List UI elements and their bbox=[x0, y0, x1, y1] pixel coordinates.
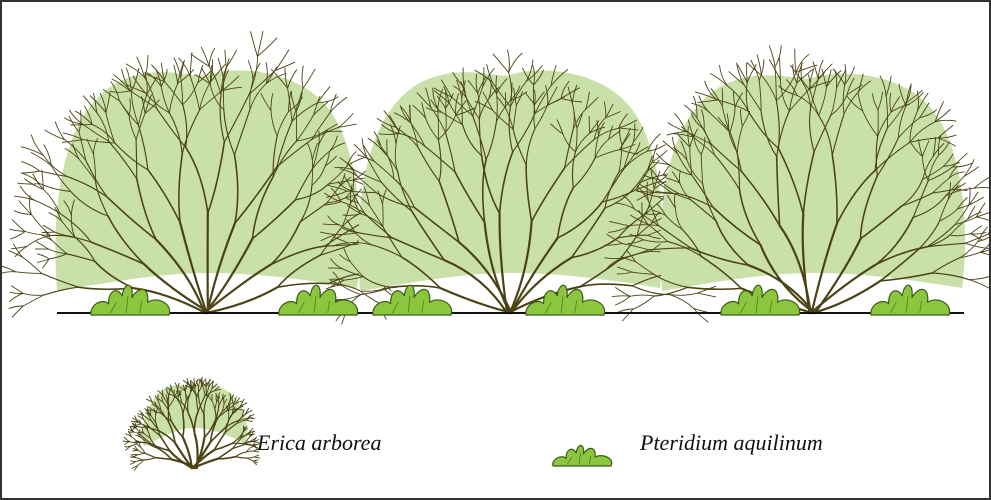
legend-icons bbox=[123, 377, 612, 470]
erica-arborea-shrub bbox=[320, 50, 716, 324]
legend-label-pteridium-aquilinum: Pteridium aquilinum bbox=[640, 430, 823, 456]
shrub-row bbox=[2, 31, 989, 324]
pteridium-aquilinum-fern bbox=[279, 285, 358, 315]
legend-label-erica-arborea: Erica arborea bbox=[257, 430, 381, 456]
erica-arborea-shrub bbox=[2, 31, 409, 319]
legend-icon-pteridium-aquilinum bbox=[553, 446, 612, 466]
pteridium-aquilinum-fern bbox=[871, 285, 950, 315]
legend-icon-erica-arborea bbox=[123, 377, 260, 470]
